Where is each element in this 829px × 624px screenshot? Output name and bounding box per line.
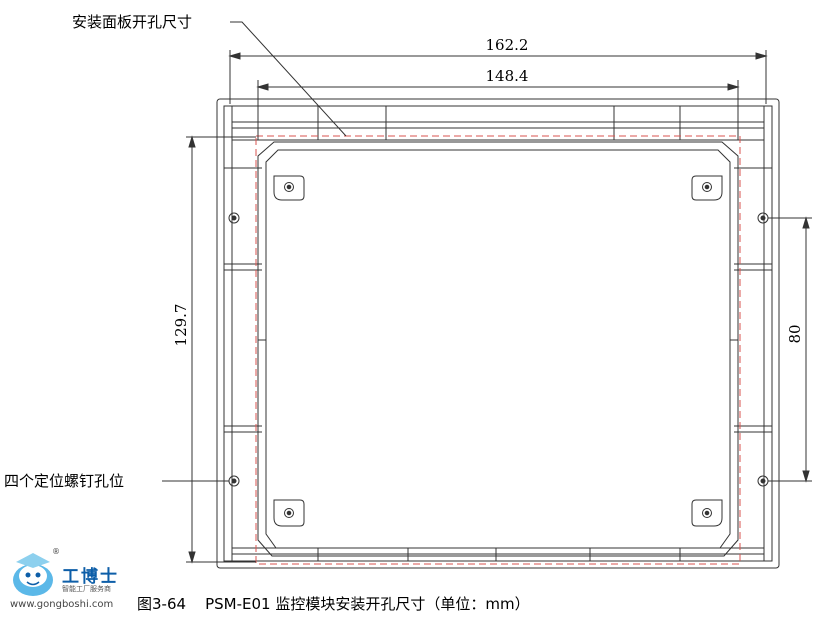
corner-boss-top-right [691, 175, 723, 201]
corner-boss-bottom-left [273, 499, 305, 527]
dim-text-height: 129.7 [172, 304, 190, 347]
watermark-brand: 工博士 [62, 567, 119, 587]
dim-text-outer-width: 162.2 [486, 36, 529, 54]
bottom-ribs [232, 547, 764, 561]
side-ribs [224, 106, 772, 561]
panel-cutout-outline [255, 135, 741, 565]
watermark-tagline: 智能工厂服务商 [62, 585, 111, 593]
module-body-inner [265, 149, 731, 549]
outer-frame [216, 98, 780, 569]
frame-inner-border [223, 105, 773, 562]
screw-hole-left-bottom [228, 475, 240, 487]
dim-text-hole-spacing: 80 [786, 324, 804, 343]
dim-text-cutout-width: 148.4 [486, 67, 529, 85]
watermark-registered-mark: ® [52, 547, 60, 556]
module-body-outer [257, 141, 739, 557]
leader-panel-cutout [230, 21, 347, 137]
watermark-url: www.gongboshi.com [10, 599, 114, 610]
screw-hole-left-top [228, 212, 240, 224]
corner-boss-bottom-right [691, 499, 723, 527]
figure-caption: 图3-64 PSM-E01 监控模块安装开孔尺寸（单位：mm） [137, 595, 530, 613]
callout-panel-cutout: 安装面板开孔尺寸 [72, 13, 192, 31]
corner-boss-top-left [273, 175, 305, 201]
mascot-logo-icon [13, 553, 53, 596]
top-ribs [231, 106, 765, 141]
screw-hole-right-bottom [757, 475, 769, 487]
callout-mount-holes: 四个定位螺钉孔位 [4, 472, 124, 490]
screw-hole-right-top [757, 212, 769, 224]
